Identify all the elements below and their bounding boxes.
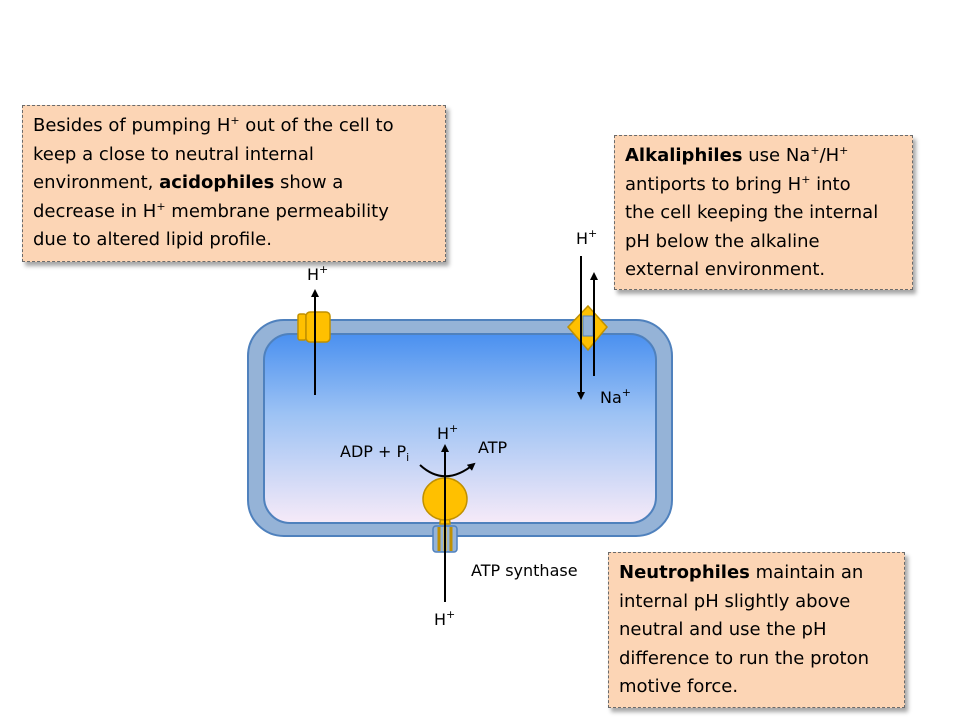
neutrophiles-term: Neutrophiles: [619, 562, 750, 583]
alkaliphiles-term: Alkaliphiles: [625, 145, 743, 166]
acidophiles-note-line-3: environment, acidophiles show a: [33, 172, 344, 193]
alkaliphiles-note-line-4: pH below the alkaline: [625, 230, 820, 252]
atp-label: ATP: [478, 438, 508, 457]
acidophiles-term: acidophiles: [159, 172, 275, 193]
alkaliphiles-note-line-5: external environment.: [625, 259, 826, 280]
acidophiles-note-line-2: keep a close to neutral internal: [33, 143, 314, 165]
neutrophiles-note-line-1: Neutrophiles maintain an: [619, 562, 864, 583]
antiporter-h-label: H+: [576, 227, 598, 248]
neutrophiles-note: Neutrophiles maintain an internal pH sli…: [608, 552, 905, 708]
alkaliphiles-note: Alkaliphiles use Na+/H+ antiports to bri…: [614, 135, 913, 290]
neutrophiles-note-line-4: difference to run the proton: [619, 647, 869, 669]
acidophiles-note-line-1: Besides of pumping H+ out of the cell to: [33, 114, 394, 136]
alkaliphiles-note-line-2: antiports to bring H+ into: [625, 172, 851, 195]
acidophiles-note-line-4: decrease in H+ membrane permeability: [33, 199, 389, 222]
adp-pi-label: ADP + Pi: [340, 442, 410, 464]
synthase-h-top-label: H+: [437, 422, 459, 443]
cytoplasm: [263, 333, 657, 524]
alkaliphiles-note-line-3: the cell keeping the internal: [625, 202, 879, 223]
alkaliphiles-note-line-1: Alkaliphiles use Na+/H+: [625, 144, 849, 166]
synthase-h-bottom-label: H+: [434, 608, 456, 629]
neutrophiles-note-line-5: motive force.: [619, 676, 739, 697]
adp-to-atp-arrow: [419, 462, 476, 478]
neutrophiles-note-line-2: internal pH slightly above: [619, 590, 851, 612]
acidophiles-note-line-5: due to altered lipid profile.: [33, 229, 272, 250]
neutrophiles-note-line-3: neutral and use the pH: [619, 619, 827, 640]
atp-synthase-label: ATP synthase: [471, 561, 578, 580]
pump-h-label: H+: [307, 263, 329, 284]
acidophiles-note: Besides of pumping H+ out of the cell to…: [22, 105, 446, 262]
na-label: Na+: [600, 386, 631, 407]
proton-pump: [297, 311, 331, 343]
